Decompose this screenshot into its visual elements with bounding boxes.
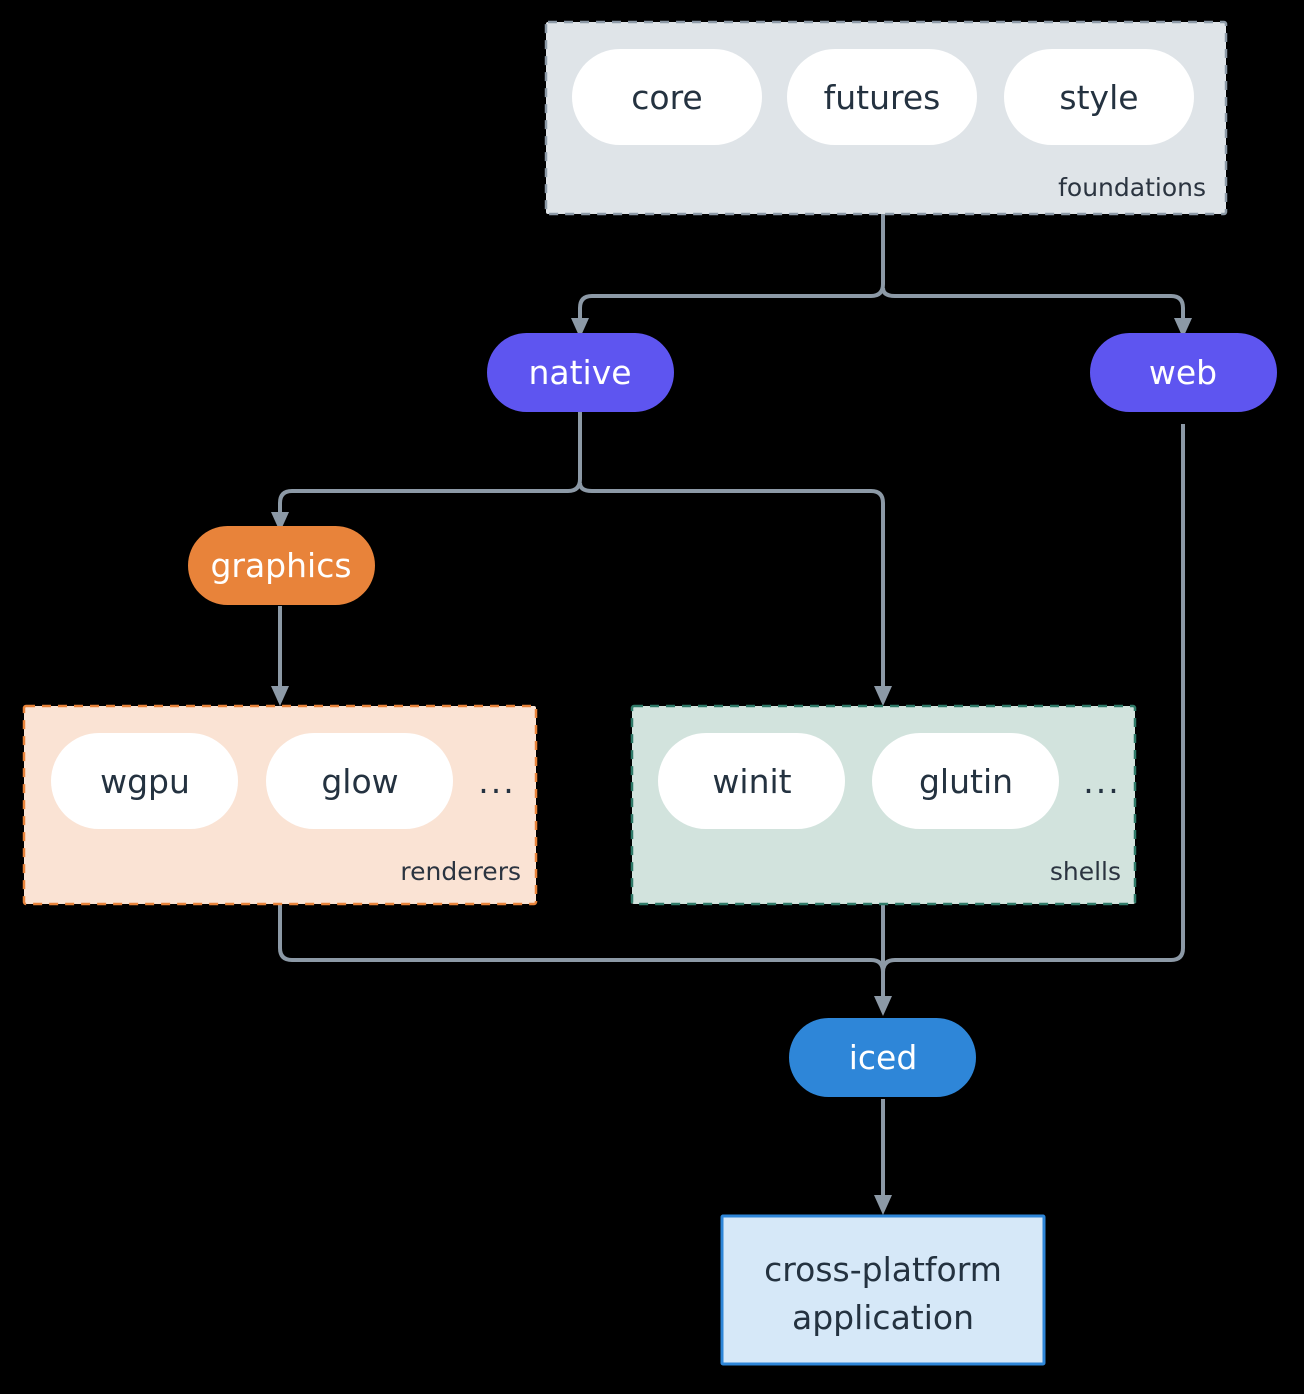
node-iced-shape[interactable] (789, 1018, 976, 1097)
renderers-ellipsis: ... (478, 762, 515, 801)
cluster-foundations: core futures style foundations (544, 20, 1228, 216)
cluster-renderers-label: renderers (400, 857, 521, 886)
node-style-shape[interactable] (1004, 49, 1194, 145)
node-futures-label: futures (824, 78, 941, 117)
arrowhead-iced-application (874, 1195, 892, 1215)
node-application-shape[interactable] (720, 1214, 1046, 1366)
node-native-shape[interactable] (487, 333, 674, 412)
cluster-renderers: wgpu glow ... renderers (22, 704, 538, 906)
node-core-label: core (631, 78, 702, 117)
edge-foundations-split (578, 214, 885, 322)
node-native-label: native (528, 353, 631, 392)
node-application-label-line1: cross-platform (764, 1250, 1002, 1289)
node-native[interactable]: native (487, 333, 674, 412)
node-winit-label: winit (712, 762, 791, 801)
arrowhead-foundations-native (571, 318, 589, 338)
arrowhead-native-shells (874, 686, 892, 706)
edge-renderers-iced (278, 905, 885, 1000)
arrowhead-foundations-web (1174, 318, 1192, 338)
node-core-shape[interactable] (572, 49, 762, 145)
edge-web-iced (881, 424, 1185, 1000)
node-application-label-line2: application (792, 1298, 974, 1337)
node-web-label: web (1149, 353, 1217, 392)
node-application[interactable]: cross-platform application (720, 1214, 1046, 1366)
node-wgpu-shape[interactable] (51, 733, 238, 829)
cluster-shells-label: shells (1050, 857, 1121, 886)
node-web-shape[interactable] (1090, 333, 1277, 412)
edge-native-split (278, 411, 582, 516)
arrowhead-graphics-renderers (271, 686, 289, 706)
node-glow-shape[interactable] (266, 733, 453, 829)
node-iced-label: iced (849, 1038, 918, 1077)
node-graphics-shape[interactable] (188, 526, 375, 605)
cluster-shells: winit glutin ... shells (630, 704, 1137, 906)
edges-layer (271, 214, 1192, 1215)
node-winit-shape[interactable] (658, 733, 845, 829)
shells-ellipsis: ... (1083, 762, 1120, 801)
edge-native-shells (578, 482, 885, 689)
node-style-label: style (1059, 78, 1138, 117)
node-graphics-label: graphics (210, 546, 351, 585)
node-iced[interactable]: iced (789, 1018, 976, 1097)
arrowhead-iced-in (874, 996, 892, 1016)
node-wgpu-label: wgpu (100, 762, 190, 801)
node-futures-shape[interactable] (787, 49, 977, 145)
edge-foundations-web (881, 287, 1185, 322)
node-glow-label: glow (321, 762, 398, 801)
cluster-foundations-label: foundations (1058, 173, 1206, 202)
arrowhead-native-graphics (271, 512, 289, 532)
node-glutin-label: glutin (919, 762, 1013, 801)
node-graphics[interactable]: graphics (188, 526, 375, 605)
node-glutin-shape[interactable] (872, 733, 1059, 829)
node-web[interactable]: web (1090, 333, 1277, 412)
